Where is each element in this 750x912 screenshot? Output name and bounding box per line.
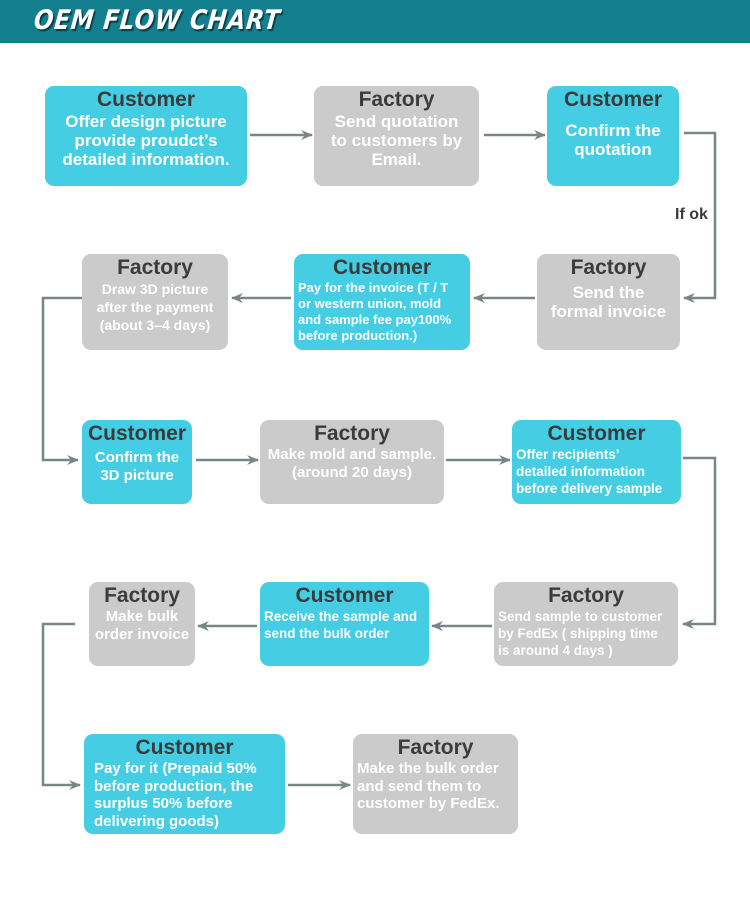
step-role: Factory <box>570 256 647 279</box>
step-role: Customer <box>563 88 663 111</box>
step-7-box: Customer Confirm the 3D picture <box>82 420 192 504</box>
step-4-box: Factory Send the formal invoice <box>537 254 680 350</box>
condition-label: If ok <box>675 206 708 223</box>
step-role: Factory <box>104 584 180 607</box>
step-description: Make bulk order invoice <box>94 608 190 643</box>
step-2-box: Factory Send quotation to customers by E… <box>314 86 479 186</box>
step-1-box: Customer Offer design picture provide pr… <box>45 86 247 186</box>
step-role: Factory <box>358 88 435 111</box>
step-role: Customer <box>87 422 187 445</box>
step-description: Offer recipients’ detailed information b… <box>516 447 663 496</box>
step-description: Confirm the quotation <box>565 121 661 159</box>
step-role: Factory <box>314 422 390 445</box>
arrow-12-to-13 <box>41 622 81 790</box>
step-description: Send the formal invoice <box>550 283 667 321</box>
step-8-box: Factory Make mold and sample. (around 20… <box>260 420 444 504</box>
step-6-box: Factory Draw 3D picture after the paymen… <box>82 254 228 350</box>
step-role: Customer <box>332 256 432 279</box>
arrow-9-to-10 <box>682 456 717 629</box>
step-3-box: Customer Confirm the quotation <box>547 86 679 186</box>
step-description: Pay for the invoice (T / T or western un… <box>298 280 452 343</box>
step-role: Factory <box>117 256 193 279</box>
step-12-box: Factory Make bulk order invoice <box>89 582 195 666</box>
step-14-box: Factory Make the bulk order and send the… <box>353 734 518 834</box>
step-role: Customer <box>96 88 196 111</box>
step-role: Customer <box>135 736 234 759</box>
step-5-box: Customer Pay for the invoice (T / T or w… <box>294 254 470 350</box>
step-description: Receive the sample and send the bulk ord… <box>264 609 418 641</box>
step-role: Customer <box>547 422 646 445</box>
step-description: Send sample to customer by FedEx ( shipp… <box>498 609 663 658</box>
step-role: Factory <box>397 736 474 759</box>
step-role: Factory <box>548 584 624 607</box>
step-11-box: Customer Receive the sample and send the… <box>260 582 429 666</box>
step-description: Make mold and sample. (around 20 days) <box>267 446 437 481</box>
step-9-box: Customer Offer recipients’ detailed info… <box>512 420 681 504</box>
header-banner: OEM FLOW CHART <box>0 0 750 43</box>
step-13-box: Customer Pay for it (Prepaid 50% before … <box>84 734 285 834</box>
step-role: Customer <box>295 584 394 607</box>
step-description: Make the bulk order and send them to cus… <box>357 760 500 812</box>
step-description: Confirm the 3D picture <box>94 449 180 484</box>
step-description: Offer design picture provide proudct’s d… <box>62 112 230 169</box>
arrow-6-to-7 <box>41 296 82 465</box>
step-description: Pay for it (Prepaid 50% before productio… <box>94 760 257 830</box>
arrow-3-to-4 <box>683 131 717 303</box>
step-description: Draw 3D picture after the payment (about… <box>96 281 214 333</box>
step-description: Send quotation to customers by Email. <box>330 112 463 169</box>
step-10-box: Factory Send sample to customer by FedEx… <box>494 582 678 666</box>
